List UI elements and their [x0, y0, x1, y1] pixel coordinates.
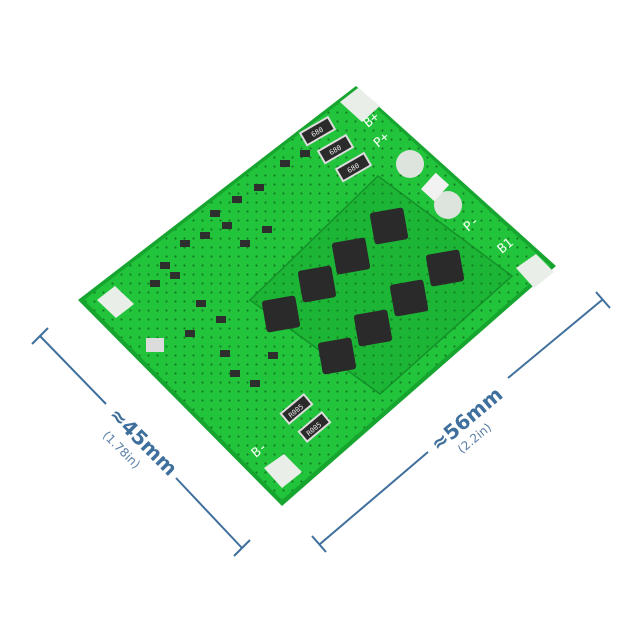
width-dimension: [31, 327, 251, 557]
mosfet: [297, 265, 337, 303]
mosfet: [331, 237, 371, 275]
mosfet: [425, 249, 465, 287]
solder-pads: [97, 88, 554, 488]
p-minus-hole: [434, 191, 462, 219]
mosfet: [261, 295, 301, 333]
mosfet: [353, 309, 393, 347]
mosfets: [261, 207, 465, 375]
small-smd-components: [146, 150, 310, 387]
mosfet: [317, 337, 357, 375]
p-plus-hole: [396, 150, 424, 178]
mosfet: [369, 207, 409, 245]
sense-resistors: 680 680 680: [298, 115, 373, 183]
length-dimension: [311, 291, 611, 553]
mosfet: [389, 279, 429, 317]
